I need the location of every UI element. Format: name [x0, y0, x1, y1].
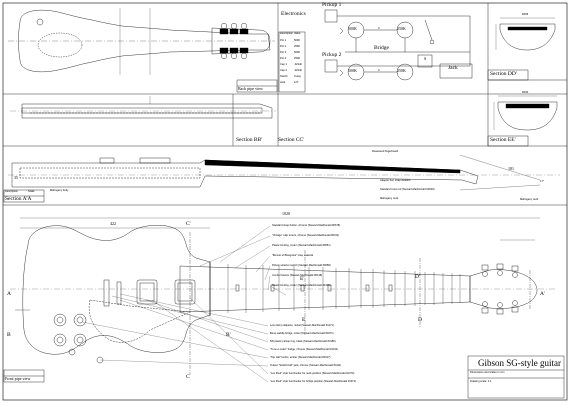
section-letter-d-prime: D'	[415, 274, 420, 280]
pot1-value: 500K	[348, 26, 357, 31]
electronics-table-frame	[278, 31, 306, 93]
back-view-guitar	[8, 8, 275, 75]
elec-table-header-value: Value	[294, 32, 301, 35]
bridge-label: Bridge	[374, 45, 389, 51]
elec-row-7-val: 1/4"	[294, 81, 299, 84]
elec-row-5-val: .022uF	[294, 69, 303, 72]
front-pipe-view-title: Front pipe view	[5, 376, 31, 381]
elec-row-0-val: 500K	[294, 39, 301, 42]
elec-row-1-val: 250K	[294, 45, 301, 48]
wiring-schematic	[324, 9, 473, 81]
section-ee	[493, 95, 558, 131]
elec-table-header-desc: Description	[280, 32, 293, 35]
elec-row-1-desc: Pot 2	[280, 45, 287, 48]
callout-hw-2: 5/8 plastic pickup ring, black (Stewart-…	[270, 340, 336, 343]
dim-neck-length: 181	[508, 166, 514, 171]
section-bb-title: Section BB'	[236, 137, 263, 143]
elec-row-7-desc: Jack	[280, 81, 286, 84]
elec-row-6-desc: Switch	[280, 75, 288, 78]
callout-body-6: Plastic binding, cream (Stewart-MacDonal…	[272, 284, 331, 287]
dim-overall-length: 1020	[282, 211, 290, 216]
dim-dd-radius: R305	[522, 13, 529, 16]
section-ee-title: Section EE'	[490, 137, 516, 143]
title-block-frame	[467, 355, 565, 399]
callout-hw-1: Bone saddle bridge, nickel (Stewart-MacD…	[270, 332, 334, 335]
dim-body-depth: 35	[14, 175, 18, 180]
electronics-heading: Electronics	[281, 11, 306, 17]
cap2-label: C	[378, 69, 380, 72]
callout-adapter-bar: Adapter bar, strap location	[380, 179, 411, 182]
section-aa-title: Section A'A	[5, 196, 32, 202]
callout-hw-6: "Les Paul" style humbucker for neck posi…	[270, 372, 355, 375]
drawing-subtitle: Dimensions and scales in mm	[470, 371, 505, 374]
back-pipe-view-title: Back pipe view	[238, 86, 263, 91]
callout-body-2: Plastic binding, cream (Stewart-MacDonal…	[272, 244, 331, 247]
callout-truss-rod: Standard truss rod (Stewart-MacDonald #0…	[380, 188, 435, 191]
dim-body-length: 422	[110, 221, 116, 226]
pot4-value: 250K	[397, 68, 406, 73]
section-cc-title: Section CC'	[278, 137, 305, 143]
section-letter-e-prime: E'	[300, 276, 305, 282]
mahogany-neck-label: Mahogany neck	[520, 198, 539, 201]
section-dd	[495, 17, 556, 51]
callout-hw-3: "Tune-o-matic" bridge, chrome (Stewart-M…	[270, 348, 339, 351]
elec-row-3-desc: Pot 4	[280, 57, 287, 60]
switch-label: S	[424, 56, 427, 61]
cap1-label: C	[378, 27, 380, 30]
mahogany-body-label: Mahogany body	[50, 189, 69, 192]
pickup1-label: Pickup 1	[322, 2, 342, 8]
callout-body-4: Pickup selector switch (Stewart-MacDonal…	[272, 264, 331, 267]
elec-row-5-desc: Cap 2	[280, 69, 287, 72]
aa-table-header-desc: Description	[5, 190, 18, 193]
section-aa-profile	[8, 154, 560, 191]
elec-row-6-val: 3-way	[294, 75, 301, 78]
section-dd-title: Section DD'	[490, 71, 517, 77]
callout-hw-4: "Top Hat" knobs, amber (Stewart-MacDonal…	[270, 356, 331, 359]
section-letter-c-prime: C'	[186, 221, 191, 227]
jack-label: Jack	[448, 65, 458, 71]
callout-body-5: Jumbo fretwire (Stewart-MacDonald #0148)	[272, 274, 323, 277]
elec-row-0-desc: Pot 1	[280, 39, 287, 42]
elec-row-4-desc: Cap 1	[280, 63, 287, 66]
pot2-value: 250K	[397, 26, 406, 31]
pickup2-label: Pickup 2	[322, 52, 342, 58]
section-letter-a: A	[7, 291, 11, 297]
section-letter-b-prime: B'	[226, 332, 231, 338]
section-letter-b: B	[7, 332, 11, 338]
dim-ee-radius: R330	[522, 91, 529, 94]
callout-body-3: "Bonnie of Bluegrass" inlay material	[272, 254, 314, 257]
callout-hw-7: "Les Paul" style humbucker for bridge po…	[270, 380, 357, 383]
front-plan-guitar	[10, 217, 556, 383]
pot3-value: 500K	[348, 68, 357, 73]
elec-row-2-val: 500K	[294, 51, 301, 54]
section-letter-e: E	[302, 317, 306, 323]
callout-hw-0: Low clamp tailpiece, nickel (Stewart-Mac…	[270, 324, 334, 327]
drawing-title: Gibson SG-style guitar	[478, 358, 561, 368]
callout-body-1: "Vintage" tulip tuners, chrome (Stewart-…	[272, 234, 340, 237]
section-letter-c: C	[186, 374, 190, 380]
section-letter-d: D	[418, 317, 422, 323]
callout-body-0: Standard strap button, chrome (Stewart-M…	[272, 224, 341, 227]
section-letter-a-prime: A'	[540, 291, 545, 297]
callout-mahogany-neck: Mahogany neck	[380, 197, 399, 200]
elec-row-3-val: 250K	[294, 57, 301, 60]
elec-row-4-val: .022uF	[294, 63, 303, 66]
section-bb-cc	[10, 96, 276, 119]
callout-hw-5: Output "Switchcraft" jack, chrome (Stewa…	[270, 364, 342, 367]
drawing-sheet-note: Drawing scale: 1:1	[470, 380, 492, 383]
elec-row-2-desc: Pot 3	[280, 51, 287, 54]
callout-fingerboard: Rosewood fingerboard	[372, 150, 399, 153]
aa-table-header-scale: Scale	[28, 190, 35, 193]
dim-angle: 17°	[540, 180, 544, 183]
